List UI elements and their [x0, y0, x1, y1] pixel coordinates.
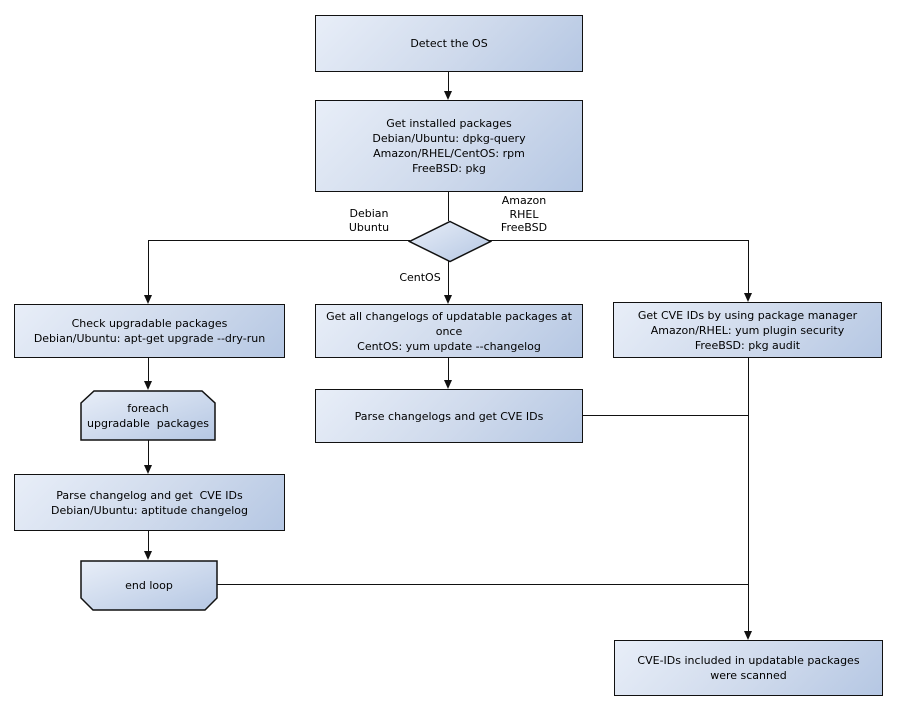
connector-line — [448, 191, 450, 221]
edge-label-centos: CentOS — [399, 271, 441, 284]
arrowhead — [744, 293, 752, 302]
arrowhead — [144, 295, 152, 304]
arrowhead — [744, 631, 752, 640]
node-foreach-label: foreach upgradable packages — [87, 401, 209, 430]
node-parse-changelogs: Parse changelogs and get CVE IDs — [315, 389, 583, 443]
connector-line — [582, 415, 749, 417]
edge-label-amazon-rhel-freebsd: Amazon RHEL FreeBSD — [500, 194, 548, 234]
node-get-cve-ids-package-manager: Get CVE IDs by using package manager Ama… — [613, 302, 882, 358]
connector-line — [148, 240, 410, 242]
connector-line — [448, 261, 450, 295]
connector-line — [148, 240, 150, 295]
connector-line — [448, 357, 450, 380]
node-check-upgradable-packages: Check upgradable packages Debian/Ubuntu:… — [14, 304, 285, 358]
arrowhead — [444, 380, 452, 389]
arrowhead — [144, 465, 152, 474]
arrowhead — [444, 91, 452, 100]
node-scan-result: CVE-IDs included in updatable packages w… — [614, 640, 883, 696]
node-get-installed-packages: Get installed packages Debian/Ubuntu: dp… — [315, 100, 583, 192]
edge-label-debian-ubuntu: Debian Ubuntu — [348, 207, 390, 234]
node-parse-changelog-debian: Parse changelog and get CVE IDs Debian/U… — [14, 474, 285, 531]
connector-line — [748, 357, 750, 631]
loop-start-shape — [80, 390, 216, 441]
node-get-all-changelogs: Get all changelogs of updatable packages… — [315, 304, 583, 358]
node-end-loop-label: end loop — [125, 579, 173, 592]
connector-line — [748, 240, 750, 293]
arrowhead — [444, 295, 452, 304]
arrowhead — [144, 381, 152, 390]
node-detect-os: Detect the OS — [315, 15, 583, 72]
node-end-loop: end loop — [80, 560, 218, 611]
diamond-shape — [408, 220, 492, 263]
connector-line — [217, 584, 749, 586]
connector-line — [148, 530, 150, 551]
connector-line — [448, 71, 450, 92]
connector-line — [148, 440, 150, 465]
connector-line — [489, 240, 749, 242]
connector-line — [148, 357, 150, 381]
node-os-decision — [408, 220, 492, 263]
node-foreach-upgradable-packages: foreach upgradable packages — [80, 390, 216, 441]
arrowhead — [144, 551, 152, 560]
loop-end-shape — [80, 560, 218, 611]
